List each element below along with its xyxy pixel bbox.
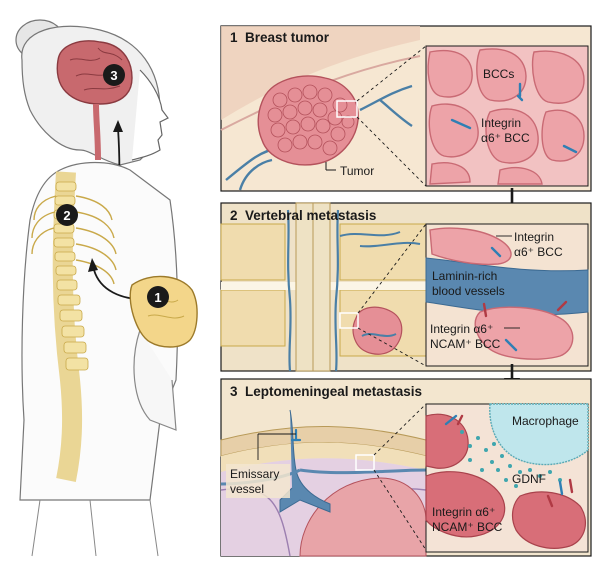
- panel-3-number: 3: [230, 384, 238, 399]
- label-integrin-alpha6-2: Integrin α6⁺: [430, 322, 493, 336]
- svg-text:2: 2: [63, 208, 70, 223]
- label-vessel: vessel: [230, 482, 264, 496]
- marker-2: 2: [56, 204, 78, 226]
- panel-1-number: 1: [230, 30, 238, 45]
- label-laminin-rich: Laminin-rich: [432, 269, 497, 283]
- label-gdnf: GDNF: [512, 472, 546, 486]
- label-integrin-alpha6-bcc-1: α6⁺ BCC: [481, 131, 530, 145]
- panel-2-title: Vertebral metastasis: [245, 208, 376, 223]
- panel-breast-tumor: Tumor BCCs Integrin α6⁺ BCC 1 Breast tum…: [220, 25, 592, 192]
- label-integrin-1: Integrin: [481, 116, 521, 130]
- woman-illustration: [15, 19, 198, 557]
- marker-3: 3: [103, 64, 125, 86]
- label-emissary: Emissary: [230, 467, 279, 481]
- panel-1-title: Breast tumor: [245, 30, 330, 45]
- label-bccs: BCCs: [483, 67, 514, 81]
- panel-vertebral-metastasis: Integrin α6⁺ BCC Laminin-rich blood vess…: [220, 202, 592, 372]
- tumor-shape: [257, 75, 359, 166]
- panel-3-title: Leptomeningeal metastasis: [245, 384, 422, 399]
- label-ncam-bcc-2: NCAM⁺ BCC: [430, 337, 501, 351]
- label-tumor: Tumor: [340, 164, 374, 178]
- label-integrin-alpha6-3: Integrin α6⁺: [432, 505, 495, 519]
- panel-2-number: 2: [230, 208, 238, 223]
- label-blood-vessels: blood vessels: [432, 284, 505, 298]
- marker-1: 1: [147, 286, 169, 308]
- label-macrophage: Macrophage: [512, 414, 579, 428]
- label-integrin-alpha6-bcc-2: α6⁺ BCC: [514, 245, 563, 259]
- panel-leptomeningeal-metastasis: Emissary vessel Macrophage GDNF I: [220, 378, 592, 557]
- svg-text:1: 1: [154, 290, 161, 305]
- breast-shape: [129, 275, 198, 348]
- label-ncam-bcc-3: NCAM⁺ BCC: [432, 520, 503, 534]
- label-integrin-2: Integrin: [514, 230, 554, 244]
- svg-text:3: 3: [110, 68, 117, 83]
